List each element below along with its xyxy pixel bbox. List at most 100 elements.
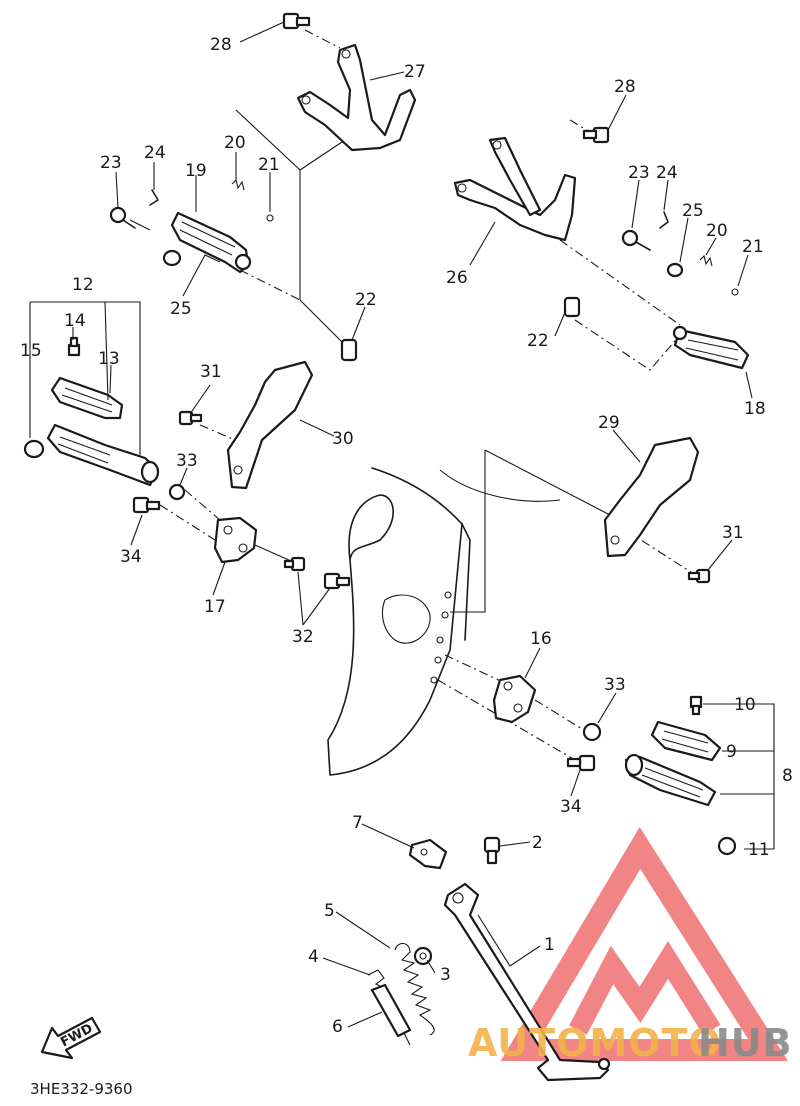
- label-26: 26: [446, 268, 468, 288]
- bolts-32: [283, 556, 351, 590]
- label-33-left: 33: [176, 451, 198, 471]
- label-29: 29: [598, 413, 620, 433]
- label-27: 27: [404, 62, 426, 82]
- spring-20-right: [699, 254, 713, 267]
- label-33-right: 33: [604, 675, 626, 695]
- label-21-left: 21: [258, 155, 280, 175]
- washer-25-right: [666, 262, 684, 278]
- heel-plate-30: [226, 360, 314, 490]
- label-30: 30: [332, 429, 354, 449]
- footrest-rubber-13: [50, 376, 124, 420]
- pin-23-right: [621, 229, 651, 251]
- label-22-right: 22: [527, 331, 549, 351]
- bolt-28-left: [282, 12, 311, 30]
- label-28-left: 28: [210, 35, 232, 55]
- label-9: 9: [726, 742, 737, 762]
- label-25-right: 25: [682, 201, 704, 221]
- label-5: 5: [324, 901, 335, 921]
- rear-footrest-bracket-left: [296, 43, 417, 152]
- watermark-text-hub: HUB: [698, 1021, 793, 1065]
- spring-6: [370, 983, 412, 1046]
- clip-24-left: [149, 189, 159, 206]
- footrest-rubber-9: [650, 720, 722, 762]
- label-15: 15: [20, 341, 42, 361]
- frame-outline: [327, 467, 561, 776]
- label-19: 19: [185, 161, 207, 181]
- bolt-31-right: [687, 568, 711, 584]
- watermark-text: AUTOMOTO HUB: [468, 1021, 793, 1065]
- bolt-28-right: [582, 126, 610, 144]
- spring-20-left: [231, 178, 245, 191]
- footrest-12: [46, 423, 160, 487]
- label-34-left: 34: [120, 547, 142, 567]
- pin-23-left: [109, 206, 136, 229]
- footrest-8: [624, 753, 717, 807]
- cap-11: [717, 836, 737, 856]
- label-17: 17: [204, 597, 226, 617]
- label-1: 1: [544, 935, 555, 955]
- label-6: 6: [332, 1017, 343, 1037]
- label-32: 32: [292, 627, 314, 647]
- label-34-right: 34: [560, 797, 582, 817]
- logo-triangle-outer: [500, 826, 788, 1061]
- rear-footrest-bracket-right: [453, 136, 577, 242]
- label-20-left: 20: [224, 133, 246, 153]
- label-14: 14: [64, 311, 86, 331]
- washer-33-right: [582, 722, 602, 742]
- label-7: 7: [352, 813, 363, 833]
- washer-25-left: [162, 249, 182, 267]
- label-16: 16: [530, 629, 552, 649]
- label-24-left: 24: [144, 143, 166, 163]
- damper-22-left: [340, 338, 358, 362]
- label-8: 8: [782, 766, 793, 786]
- damper-22-right: [563, 296, 581, 318]
- footrest-19: [170, 211, 252, 274]
- sidestand-1: [443, 882, 611, 1082]
- label-4: 4: [308, 947, 319, 967]
- label-2: 2: [532, 833, 543, 853]
- label-11: 11: [748, 840, 770, 860]
- drawing-code: 3HE332-9360: [30, 1080, 133, 1098]
- bolt-2: [483, 836, 501, 865]
- spring-5: [394, 942, 435, 1036]
- label-10: 10: [734, 695, 756, 715]
- watermark-text-automoto: AUTOMOTO: [468, 1021, 722, 1065]
- bolt-34-right: [566, 754, 596, 772]
- label-20-right: 20: [706, 221, 728, 241]
- bracket-16: [492, 674, 537, 724]
- assembly-lines: [129, 29, 701, 761]
- fwd-arrow-icon: FWD: [40, 1016, 102, 1060]
- callout-labels: 28 27 28 23 24 20 21 19 25 26 23 24 25 2…: [20, 35, 793, 1098]
- ball-21-left: [266, 214, 274, 222]
- label-25-left: 25: [170, 299, 192, 319]
- bolt-14: [67, 336, 81, 357]
- label-21-right: 21: [742, 237, 764, 257]
- label-23-right: 23: [628, 163, 650, 183]
- bolt-34-left: [132, 496, 161, 514]
- label-24-right: 24: [656, 163, 678, 183]
- plate-7: [408, 838, 448, 870]
- washer-33-left: [168, 483, 186, 501]
- label-22-left: 22: [355, 290, 377, 310]
- ball-21-right: [731, 288, 739, 296]
- label-18: 18: [744, 399, 766, 419]
- label-23-left: 23: [100, 153, 122, 173]
- label-3: 3: [440, 965, 451, 985]
- clip-24-right: [659, 211, 669, 229]
- label-31-left: 31: [200, 362, 222, 382]
- bolt-10: [689, 695, 703, 716]
- heel-plate-29: [603, 436, 700, 558]
- label-12: 12: [72, 275, 94, 295]
- label-13: 13: [98, 349, 120, 369]
- footrest-18: [672, 325, 750, 370]
- bracket-17: [213, 516, 258, 564]
- logo-inner-mark: [569, 941, 721, 1036]
- watermark-logo: [500, 826, 788, 1061]
- bolt-31-left: [178, 410, 203, 426]
- cap-15: [23, 439, 45, 459]
- callout-leaders: [29, 21, 775, 1028]
- label-28-right: 28: [614, 77, 636, 97]
- label-31-right: 31: [722, 523, 744, 543]
